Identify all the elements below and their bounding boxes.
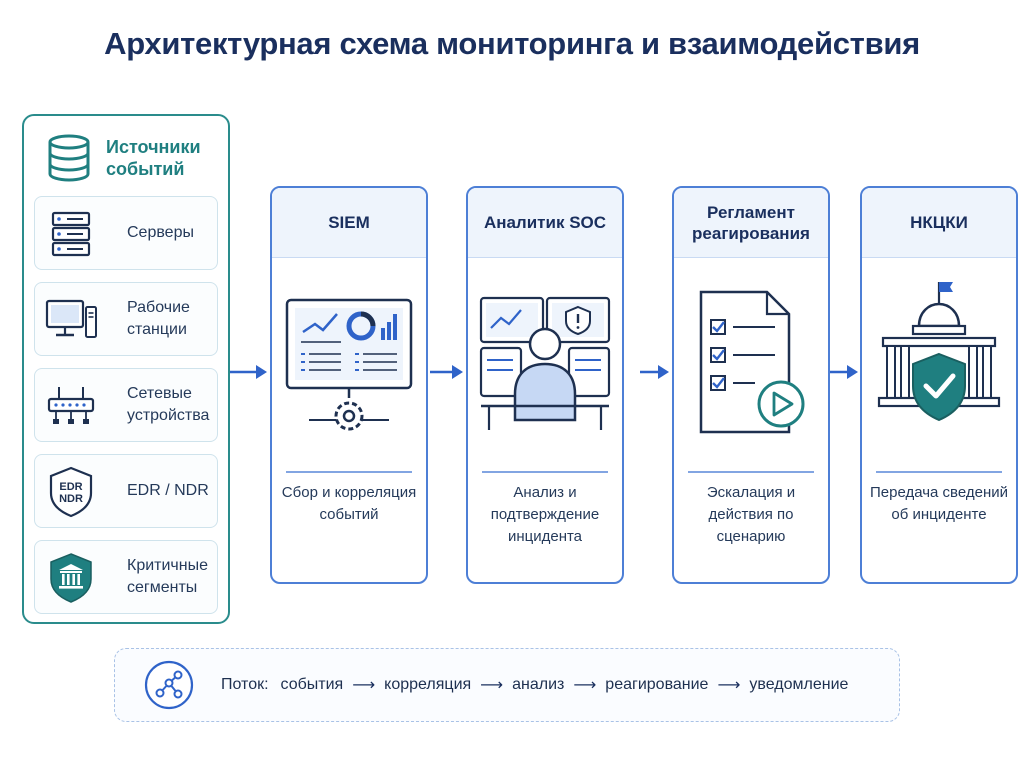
stage-divider [688,471,814,473]
government-shield-icon [877,282,1001,422]
server-rack-icon [51,211,91,257]
arrow-right-icon [825,365,858,379]
source-item-label: Критичные сегменты [127,557,208,596]
source-item-network-devices: Сетевые устройства [34,368,218,442]
flow-summary-bar: Поток: события ⟶ корреляция ⟶ анализ ⟶ р… [114,648,900,722]
event-sources-heading-line2: событий [106,159,185,179]
stage-divider [482,471,608,473]
arrow-right-icon: ⟶ [573,677,597,694]
source-item-label: Серверы [127,224,194,241]
event-sources-heading-line1: Источники [106,137,201,157]
stage-description: Анализ и подтверждение инцидента [490,484,600,545]
network-switch-icon [47,387,95,424]
flow-graph-icon [144,660,194,710]
page-title: Архитектурная схема мониторинга и взаимо… [104,26,920,61]
database-icon [48,134,90,182]
source-item-servers: Серверы [34,196,218,270]
event-sources-panel: Источники событий Серверы Рабочие станци… [22,114,230,624]
secure-building-shield-icon [50,553,92,603]
siem-dashboard-icon [285,298,413,431]
stage-title: Регламент реагирования [674,188,828,258]
stage-card-siem: SIEM Сбор и корреляция событий [270,186,428,584]
stage-card-soc-analyst: Аналитик SOC Анализ и подтверждение инци… [466,186,624,584]
flow-step: анализ [512,676,565,693]
source-item-edr-ndr: EDR NDR EDR / NDR [34,454,218,528]
arrow-right-icon [230,365,267,379]
playbook-document-icon [699,290,805,434]
flow-step: реагирование [605,676,709,693]
stage-title: НКЦКИ [862,188,1016,258]
stage-title: Аналитик SOC [468,188,622,258]
flow-prefix: Поток: [221,676,269,693]
stage-description: Эскалация и действия по сценарию [706,484,796,545]
edr-ndr-shield-icon: EDR NDR [49,466,93,518]
arrow-right-icon: ⟶ [717,677,741,694]
source-item-label: EDR / NDR [127,482,209,499]
soc-analyst-icon [479,296,611,430]
stage-divider [876,471,1002,473]
arrow-right-icon [430,365,463,379]
edr-badge-line2: NDR [59,493,83,505]
flow-text: Поток: события ⟶ корреляция ⟶ анализ ⟶ р… [221,649,848,721]
source-item-critical-segments: Критичные сегменты [34,540,218,614]
arrow-right-icon [640,365,669,379]
stage-card-nkcki: НКЦКИ Передача сведений об инциденте [860,186,1018,584]
event-sources-header: Источники событий [24,116,228,190]
flow-step: события [280,676,344,693]
source-item-label: Сетевые устройства [127,385,210,424]
stage-title: SIEM [272,188,426,258]
stage-description: Передача сведений об инциденте [869,484,1009,523]
stage-description: Сбор и корреляция событий [281,484,417,523]
stage-divider [286,471,412,473]
workstation-icon [45,299,97,338]
stage-card-response-playbook: Регламент реагирования Эскалация и дейст… [672,186,830,584]
source-item-label: Рабочие станции [127,299,190,338]
flow-step: корреляция [384,676,472,693]
arrow-right-icon: ⟶ [352,677,376,694]
arrow-right-icon: ⟶ [480,677,504,694]
source-item-workstations: Рабочие станции [34,282,218,356]
edr-badge-line1: EDR [59,481,82,493]
flow-step: уведомление [749,676,849,693]
